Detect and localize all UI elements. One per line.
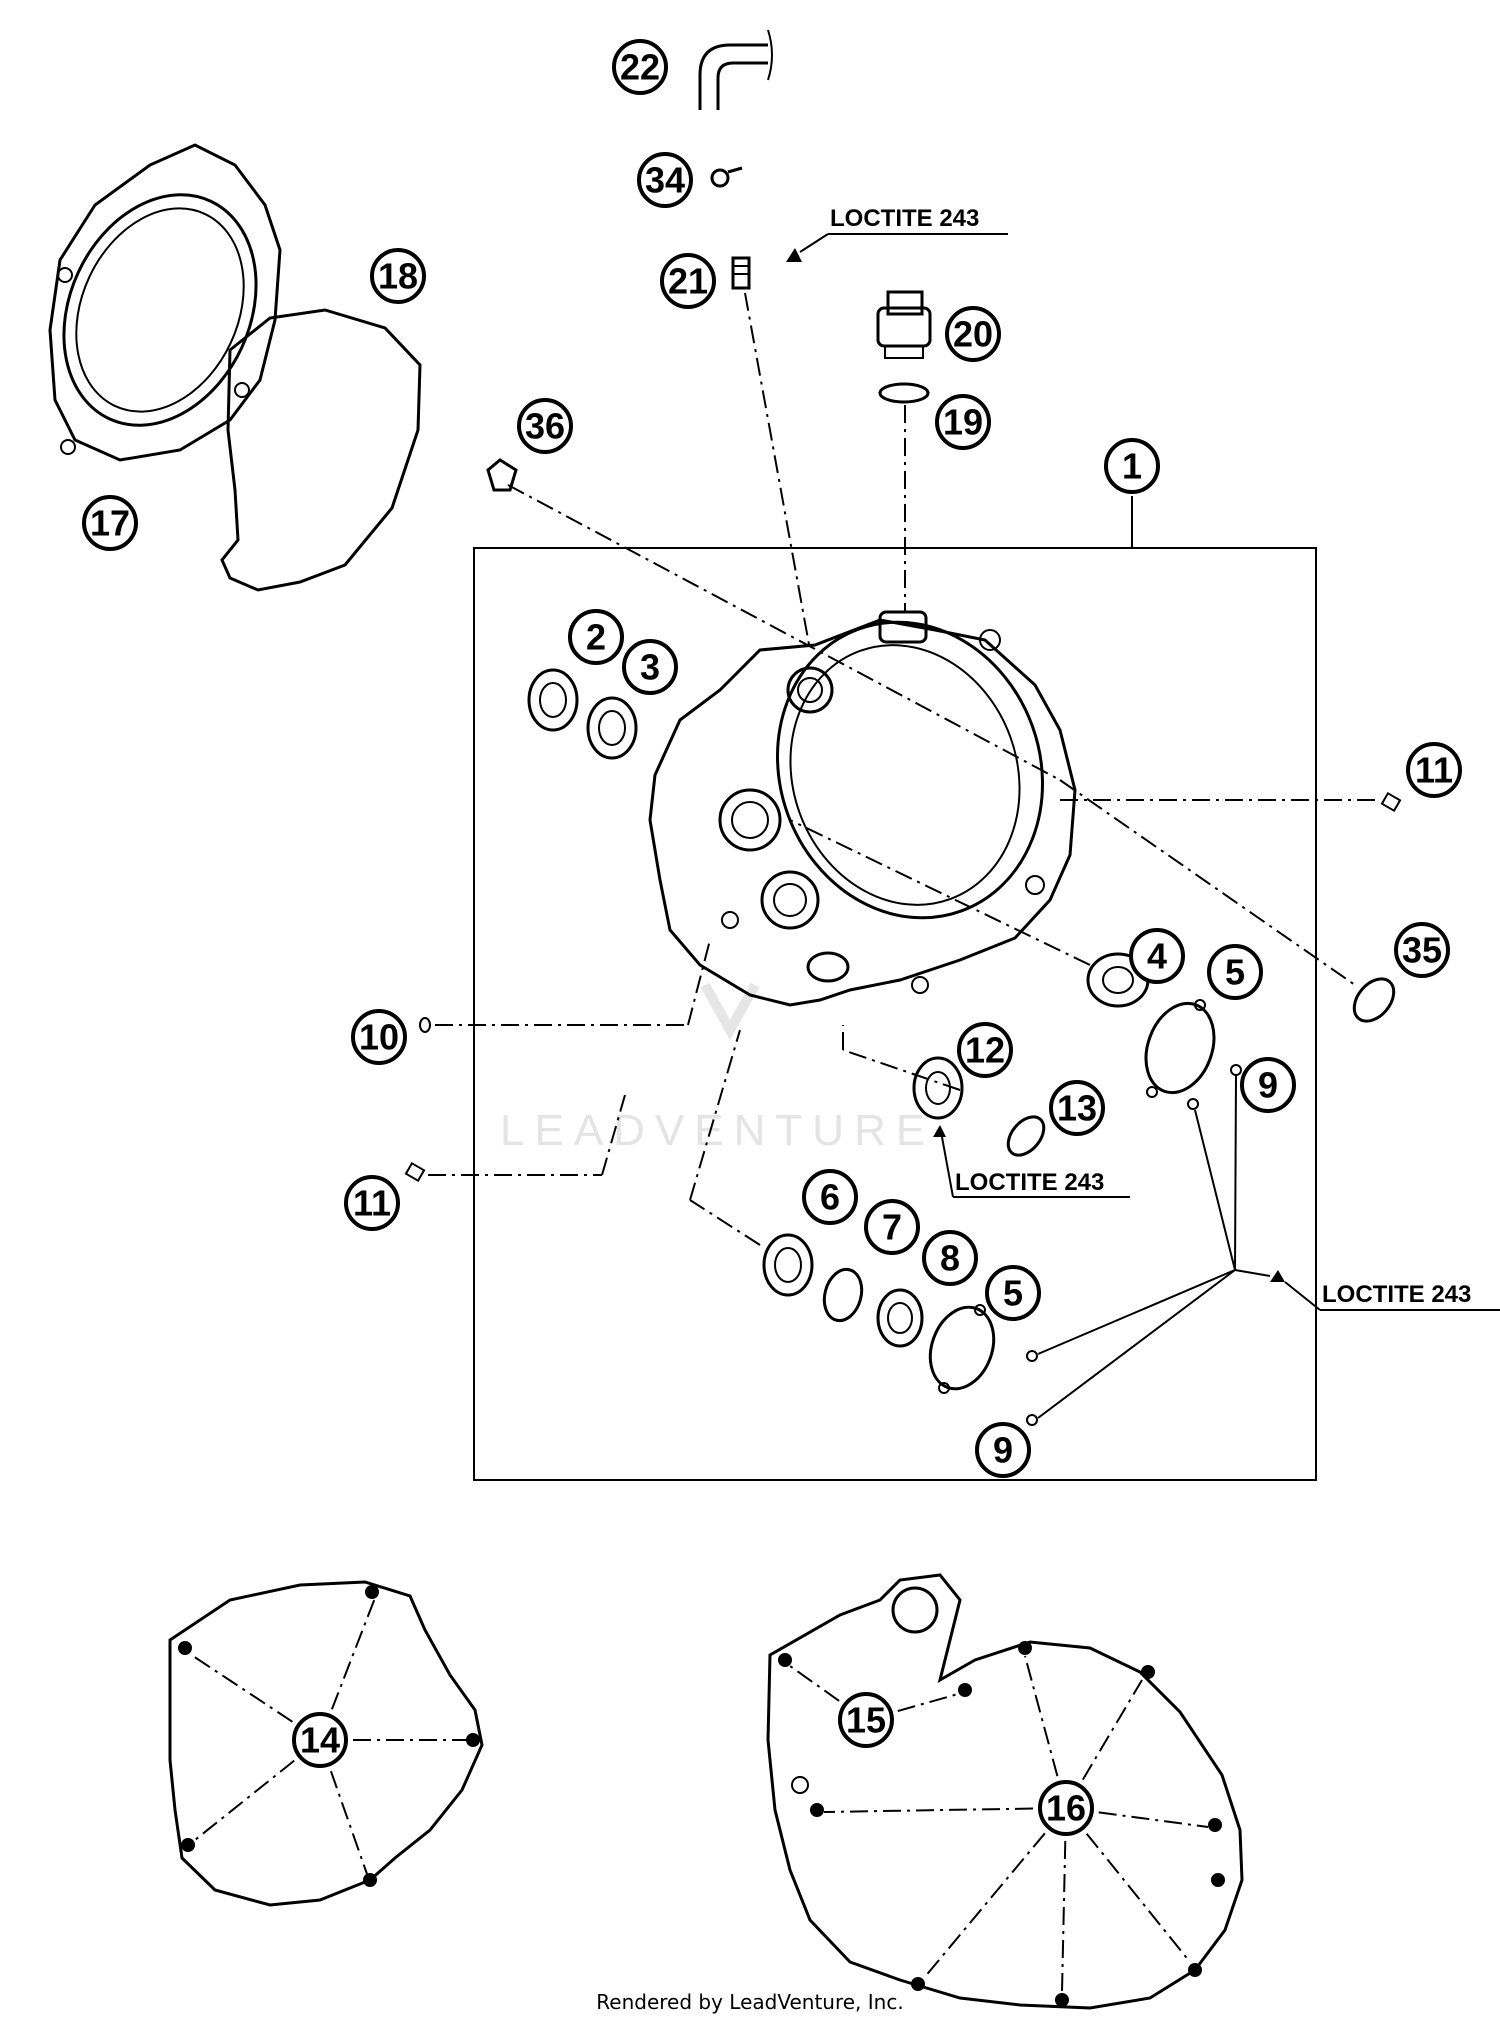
svg-text:35: 35 bbox=[1402, 930, 1442, 971]
svg-text:LEADVENTURE: LEADVENTURE bbox=[500, 1106, 935, 1155]
svg-text:8: 8 bbox=[940, 1238, 960, 1279]
svg-text:11: 11 bbox=[353, 1183, 391, 1224]
cover-plate-lower bbox=[928, 1304, 996, 1394]
loctite-note-top: LOCTITE 243 bbox=[799, 205, 1008, 253]
callout-19: 19 bbox=[935, 394, 991, 450]
screw-9-c bbox=[1026, 1350, 1038, 1362]
dowel-pin-11-left bbox=[404, 1161, 426, 1183]
callout-16: 16 bbox=[1038, 1780, 1094, 1836]
filler-plug-o-ring bbox=[878, 382, 930, 404]
svg-text:20: 20 bbox=[953, 314, 993, 355]
o-ring-35 bbox=[1352, 977, 1396, 1023]
callout-21: 21 bbox=[660, 253, 716, 309]
svg-text:14: 14 bbox=[300, 1720, 340, 1761]
callout-10: 10 bbox=[351, 1009, 407, 1065]
svg-text:4: 4 bbox=[1147, 936, 1167, 977]
loctite-note-middle: LOCTITE 243 bbox=[941, 1136, 1130, 1198]
callout-34: 34 bbox=[637, 152, 693, 208]
svg-text:10: 10 bbox=[359, 1017, 399, 1058]
callout-14: 14 bbox=[292, 1712, 348, 1768]
callout-13: 13 bbox=[1049, 1080, 1105, 1136]
svg-text:LOCTITE 243: LOCTITE 243 bbox=[1322, 1281, 1471, 1308]
svg-text:5: 5 bbox=[1003, 1273, 1023, 1314]
callout-3: 3 bbox=[622, 639, 678, 695]
seal-2 bbox=[527, 668, 579, 732]
svg-text:1: 1 bbox=[1122, 446, 1142, 487]
screw-9-b bbox=[1187, 1098, 1199, 1110]
screw-9-d bbox=[1026, 1414, 1038, 1426]
screw-9-a bbox=[1230, 1064, 1242, 1076]
oil-filler-plug bbox=[876, 290, 932, 359]
watermark: LEADVENTURE bbox=[500, 982, 935, 1155]
svg-text:3: 3 bbox=[640, 647, 660, 688]
ring-10 bbox=[419, 1017, 431, 1033]
svg-text:2: 2 bbox=[586, 617, 606, 658]
callout-6: 6 bbox=[802, 1169, 858, 1225]
svg-text:LOCTITE 243: LOCTITE 243 bbox=[955, 1169, 1104, 1196]
callout-1: 1 bbox=[1104, 438, 1160, 494]
outer-cover-gasket bbox=[220, 308, 422, 592]
callout-9-lower: 9 bbox=[975, 1422, 1031, 1478]
dowel-pin-11-right bbox=[1380, 791, 1402, 813]
leader-lines bbox=[428, 292, 1380, 1419]
callout-5-upper: 5 bbox=[1207, 944, 1263, 1000]
callout-7: 7 bbox=[864, 1199, 920, 1255]
breather-fitting bbox=[731, 248, 802, 290]
callout-12: 12 bbox=[957, 1022, 1013, 1078]
seal-3 bbox=[586, 696, 638, 760]
svg-text:7: 7 bbox=[882, 1207, 902, 1248]
assembly-frame bbox=[473, 547, 1317, 1481]
svg-text:22: 22 bbox=[620, 47, 660, 88]
gasket-15-16 bbox=[766, 1573, 1244, 2010]
seal-8 bbox=[876, 1288, 924, 1348]
svg-text:12: 12 bbox=[965, 1030, 1005, 1071]
svg-text:9: 9 bbox=[1258, 1065, 1278, 1106]
callout-9-upper: 9 bbox=[1240, 1057, 1296, 1113]
svg-text:19: 19 bbox=[943, 402, 983, 443]
svg-text:LOCTITE 243: LOCTITE 243 bbox=[830, 205, 979, 232]
callout-36: 36 bbox=[517, 398, 573, 454]
callout-22: 22 bbox=[612, 39, 668, 95]
footer-credit: Rendered by LeadVenture, Inc. bbox=[596, 1990, 904, 2014]
callout-35: 35 bbox=[1394, 922, 1450, 978]
callout-11-left: 11 bbox=[344, 1175, 400, 1231]
callout-20: 20 bbox=[945, 306, 1001, 362]
o-ring-13 bbox=[1006, 1115, 1046, 1157]
callout-4: 4 bbox=[1129, 928, 1185, 984]
outer-clutch-cover bbox=[48, 143, 282, 462]
svg-text:36: 36 bbox=[525, 406, 565, 447]
svg-text:21: 21 bbox=[668, 261, 708, 302]
cover-plate-upper bbox=[1144, 999, 1216, 1098]
svg-text:17: 17 bbox=[90, 503, 130, 544]
svg-text:15: 15 bbox=[846, 1700, 886, 1741]
callout-5-lower: 5 bbox=[985, 1265, 1041, 1321]
insert-12 bbox=[912, 1056, 964, 1120]
callout-15: 15 bbox=[838, 1692, 894, 1748]
svg-text:13: 13 bbox=[1057, 1088, 1097, 1129]
plug-screw-36 bbox=[486, 458, 518, 492]
breather-hose bbox=[698, 43, 768, 110]
callout-11-right: 11 bbox=[1406, 742, 1462, 798]
callout-8: 8 bbox=[922, 1230, 978, 1286]
svg-text:5: 5 bbox=[1225, 952, 1245, 993]
hose-clamp bbox=[710, 166, 743, 188]
callout-17: 17 bbox=[82, 495, 138, 551]
svg-text:34: 34 bbox=[645, 160, 685, 201]
loctite-note-right: LOCTITE 243 bbox=[1284, 1281, 1500, 1311]
svg-text:16: 16 bbox=[1046, 1788, 1086, 1829]
clutch-cover-casting bbox=[648, 610, 1077, 1007]
callout-18: 18 bbox=[370, 248, 426, 304]
seal-6 bbox=[762, 1233, 814, 1297]
callout-2: 2 bbox=[568, 609, 624, 665]
circlip-7 bbox=[822, 1267, 864, 1323]
svg-text:11: 11 bbox=[1415, 750, 1453, 791]
svg-text:18: 18 bbox=[378, 256, 418, 297]
svg-text:9: 9 bbox=[993, 1430, 1013, 1471]
svg-text:6: 6 bbox=[820, 1177, 840, 1218]
